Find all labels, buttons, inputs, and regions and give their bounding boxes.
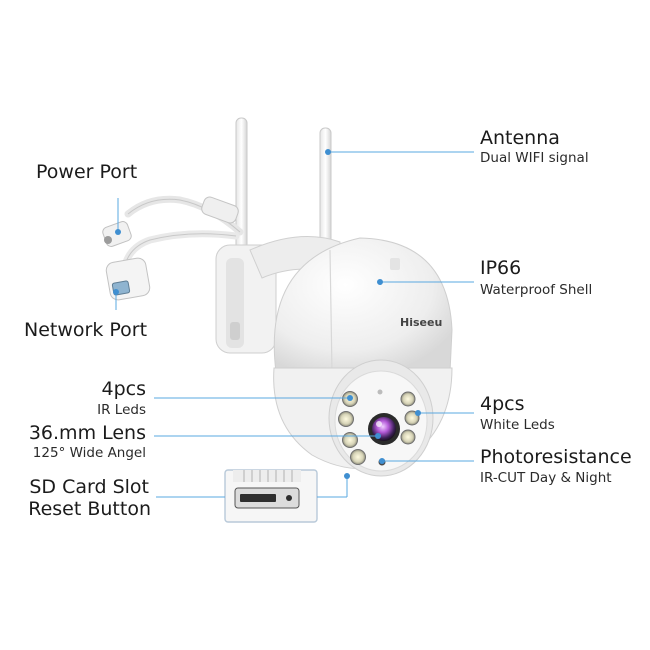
ir-leds-sublabel: IR Leds [97, 402, 146, 418]
lens-label: 36.mm Lens [28, 422, 146, 444]
ip66-label: IP66 [480, 257, 522, 279]
reset-button-label: Reset Button [28, 498, 151, 520]
camera-dome [273, 237, 453, 477]
callout-lines [115, 151, 474, 498]
photoresistance-sublabel: IR-CUT Day & Night [480, 470, 612, 486]
sd-card-slot-label: SD Card Slot [29, 476, 149, 498]
ir-leds-count-label: 4pcs [101, 378, 147, 400]
antenna-label: Antenna [480, 127, 560, 149]
callout-dots [113, 149, 421, 479]
white-leds-sublabel: White Leds [480, 417, 555, 433]
network-connector [105, 257, 151, 301]
white-leds-count-label: 4pcs [480, 393, 525, 415]
power-port-label: Power Port [36, 161, 138, 183]
photoresistance-label: Photoresistance [480, 446, 632, 468]
cables [122, 195, 244, 266]
brand-logo: Hiseeu [400, 316, 442, 329]
ip66-sublabel: Waterproof Shell [480, 282, 593, 298]
lens-sublabel: 125° Wide Angel [32, 445, 146, 461]
camera-lens [368, 413, 400, 445]
sd-card-inset [224, 469, 318, 523]
antenna-sublabel: Dual WIFI signal [480, 150, 589, 166]
ir-leds [338, 391, 366, 465]
network-port-label: Network Port [24, 319, 148, 341]
